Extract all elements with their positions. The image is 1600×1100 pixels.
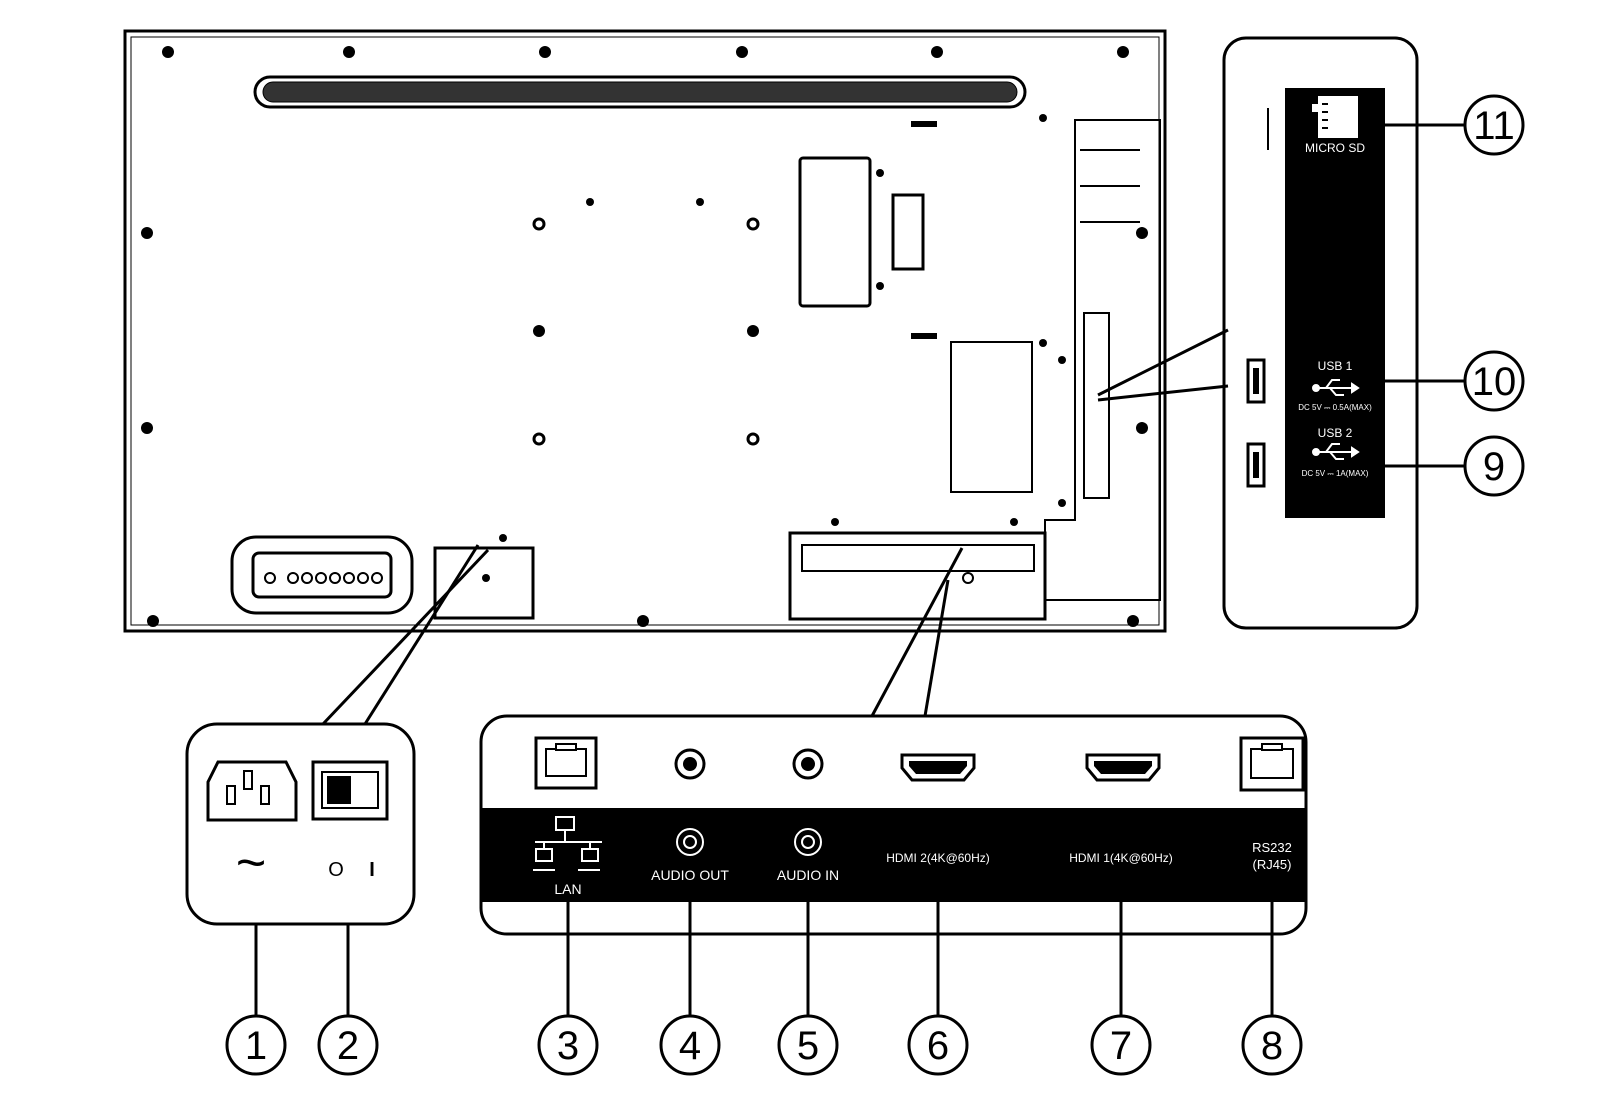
usb2-port: [1246, 442, 1266, 488]
lan-label: LAN: [554, 881, 581, 897]
usb1-rating: DC 5V ⎓ 0.5A(MAX): [1298, 403, 1372, 412]
sd-card-icon: [1312, 96, 1358, 138]
callout-9: 9: [1483, 445, 1505, 489]
audio-out-icon: [676, 828, 704, 856]
switch-off-symbol: O: [328, 859, 344, 881]
hdmi2-port: [900, 753, 976, 782]
bottom-io-panel: [479, 547, 1308, 1015]
usb1-label: USB 1: [1318, 359, 1353, 373]
callout-3: 3: [557, 1024, 579, 1068]
tv-back: [123, 29, 1167, 633]
callout-4: 4: [679, 1024, 701, 1068]
callout-10: 10: [1472, 360, 1517, 404]
callout-1: 1: [245, 1024, 267, 1068]
usb1-port: [1246, 358, 1266, 404]
rs232-sublabel: (RJ45): [1252, 857, 1291, 872]
side-connector-panel: [1097, 36, 1464, 630]
callout-11: 11: [1473, 104, 1515, 148]
power-panel: [185, 544, 490, 1015]
callouts: [225, 94, 1525, 1076]
micro-sd-label: MICRO SD: [1305, 141, 1365, 155]
vent-grille: [253, 75, 1027, 109]
audio-in-label: AUDIO IN: [777, 867, 839, 883]
audio-in-jack: [792, 748, 824, 780]
usb-icon: [1312, 443, 1360, 460]
callout-5: 5: [797, 1024, 819, 1068]
hdmi1-port: [1085, 753, 1161, 782]
switch-on-symbol: I: [369, 859, 375, 881]
lan-port: [534, 736, 598, 790]
ac-inlet: [206, 760, 298, 822]
network-icon: [533, 816, 602, 871]
callout-6: 6: [927, 1024, 949, 1068]
usb2-label: USB 2: [1318, 426, 1353, 440]
rs232-port: [1239, 736, 1305, 792]
usb-icon: [1312, 379, 1360, 396]
hdmi1-label: HDMI 1(4K@60Hz): [1069, 851, 1173, 865]
power-switch: [311, 760, 389, 821]
callout-8: 8: [1261, 1024, 1283, 1068]
usb2-rating: DC 5V ⎓ 1A(MAX): [1302, 469, 1369, 478]
side-keypad: [230, 535, 414, 615]
audio-in-icon: [794, 828, 822, 856]
callout-2: 2: [337, 1024, 359, 1068]
callout-7: 7: [1110, 1024, 1132, 1068]
audio-out-jack: [674, 748, 706, 780]
audio-out-label: AUDIO OUT: [651, 867, 729, 883]
hdmi2-label: HDMI 2(4K@60Hz): [886, 851, 990, 865]
rs232-label: RS232: [1252, 840, 1292, 855]
ac-symbol: ~: [236, 834, 266, 892]
